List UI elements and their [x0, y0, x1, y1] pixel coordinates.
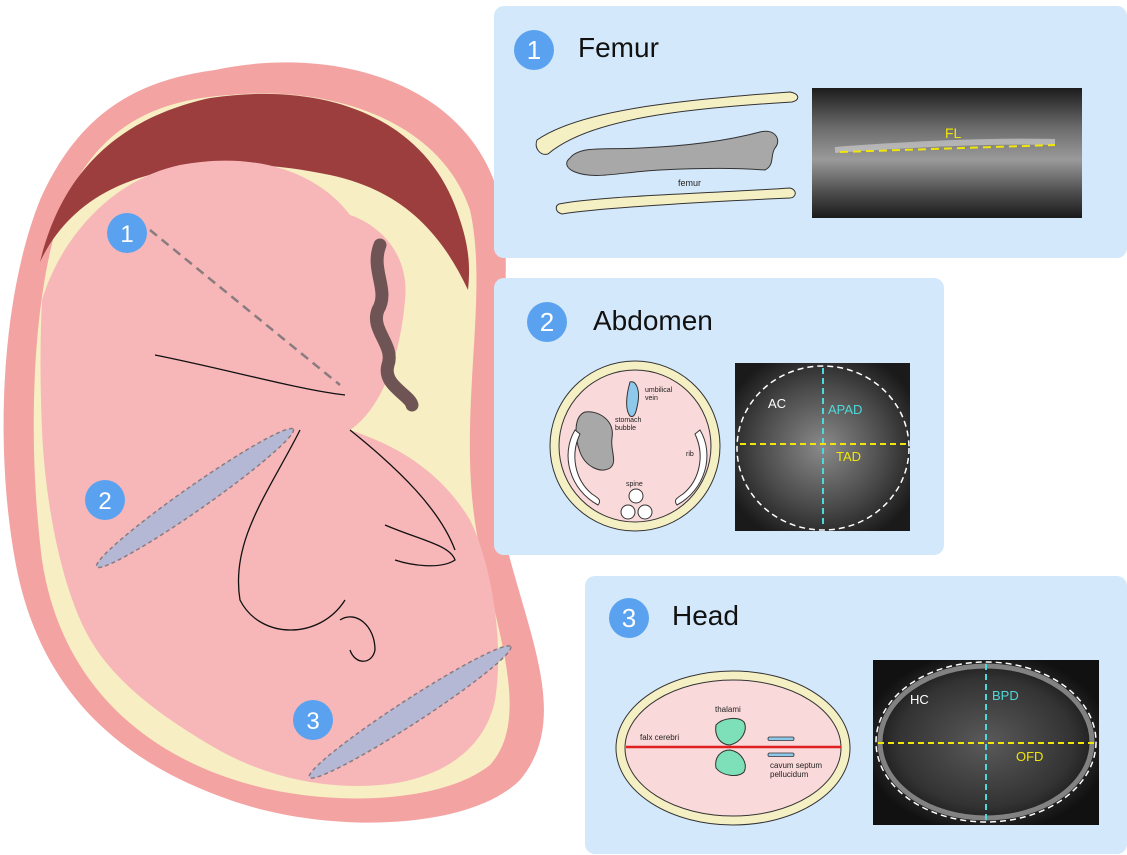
- head-schematic: falx cerebri thalami cavum septum pelluc…: [616, 671, 850, 825]
- femur-fl-label: FL: [945, 125, 962, 141]
- falx-cerebri-label: falx cerebri: [640, 733, 679, 742]
- spine-vertebra-right: [638, 505, 652, 519]
- abdomen-apad-label: APAD: [828, 402, 862, 417]
- umbilical-vein-label-1: umbilical: [645, 387, 673, 394]
- head-ofd-label: OFD: [1016, 749, 1043, 764]
- spine-vertebra-top: [629, 489, 643, 503]
- spine-vertebra-left: [621, 505, 635, 519]
- femur-label: femur: [678, 178, 701, 188]
- femur-bone-lower: [556, 188, 795, 214]
- femur-bone: [567, 131, 778, 175]
- rib-label: rib: [686, 451, 694, 458]
- abdomen-tad-label: TAD: [836, 449, 861, 464]
- umbilical-vein-label-2: vein: [645, 395, 658, 402]
- abdomen-ultrasound: AC APAD TAD: [735, 363, 910, 531]
- abdomen-schematic: umbilical vein stomach bubble rib spine: [550, 361, 720, 531]
- femur-schematic: femur: [536, 92, 798, 214]
- head-bpd-label: BPD: [992, 688, 1019, 703]
- thalami-label: thalami: [715, 705, 741, 714]
- cavum-septum-lower: [768, 753, 794, 757]
- cavum-septum-label-2: pellucidum: [770, 770, 809, 779]
- head-hc-label: HC: [910, 692, 929, 707]
- stomach-label-1: stomach: [615, 417, 642, 424]
- cavum-septum-upper: [768, 737, 794, 741]
- head-ultrasound: HC BPD OFD: [873, 660, 1099, 825]
- stomach-label-2: bubble: [615, 425, 636, 432]
- femur-ultrasound: FL: [812, 88, 1082, 218]
- cavum-septum-label-1: cavum septum: [770, 761, 822, 770]
- abdomen-ac-label: AC: [768, 396, 786, 411]
- femur-us-image: [812, 88, 1082, 218]
- spine-label: spine: [626, 481, 643, 488]
